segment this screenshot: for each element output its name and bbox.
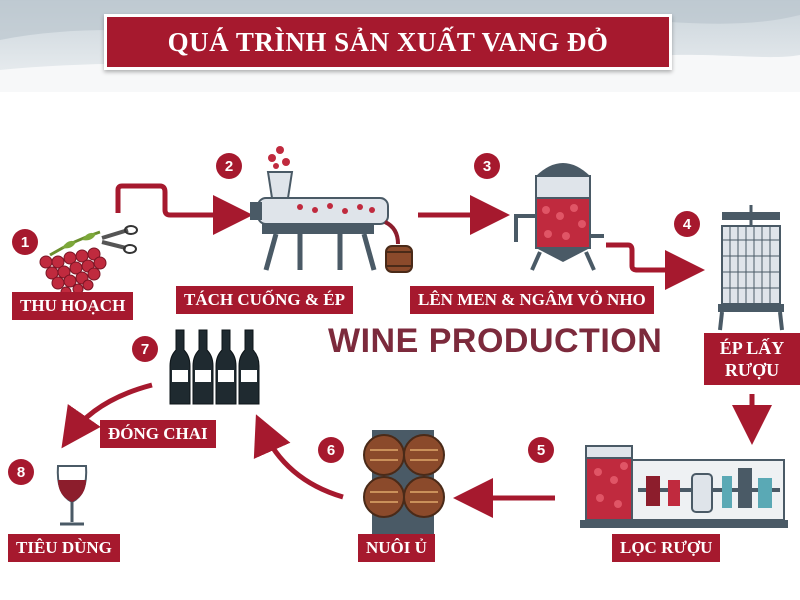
step-number-8: 8 [8,459,34,485]
step-label-1: THU HOẠCH [12,292,134,320]
step-label-3: LÊN MEN & NGÂM VỎ NHO [410,286,654,314]
bottle-labels [172,370,257,382]
oak-barrels-icon [363,430,445,536]
step-number-6: 6 [318,437,344,463]
pruning-shears-icon [101,225,138,254]
step-label-5: LỌC RƯỢU [612,534,721,562]
step-number-2: 2 [216,153,242,179]
barrel-small-icon [385,245,413,273]
step-number-3: 3 [474,153,500,179]
page-title: QUÁ TRÌNH SẢN XUẤT VANG ĐỎ [167,26,609,57]
step-label-7: ĐÓNG CHAI [100,420,216,448]
grape-cluster-icon [39,230,107,298]
step-label-6: NUÔI Ủ [358,534,435,562]
arrow-6-to-7 [253,414,344,500]
title-banner: QUÁ TRÌNH SẢN XUẤT VANG ĐỎ [104,14,672,70]
flow-arrows [61,183,772,518]
step-number-7: 7 [132,336,158,362]
filtration-machine-icon [580,445,788,528]
arrow-1-to-2 [115,183,253,235]
crusher-machine-icon [250,146,400,271]
wine-bottles-icon [169,329,260,405]
arrow-3-to-4 [606,242,705,290]
step-number-1: 1 [12,229,38,255]
step-label-2: TÁCH CUỐNG & ÉP [176,286,354,314]
wine-glass-icon [56,465,88,526]
arrow-7-to-8 [61,382,153,449]
step-label-8: TIÊU DÙNG [8,534,120,562]
fermentation-tank-icon [514,163,604,271]
step-number-4: 4 [674,211,700,237]
wine-press-icon [718,205,784,331]
step-label-4: ÉP LẤY RƯỢU [704,333,800,385]
center-title: WINE PRODUCTION [328,322,663,360]
step-number-5: 5 [528,437,554,463]
